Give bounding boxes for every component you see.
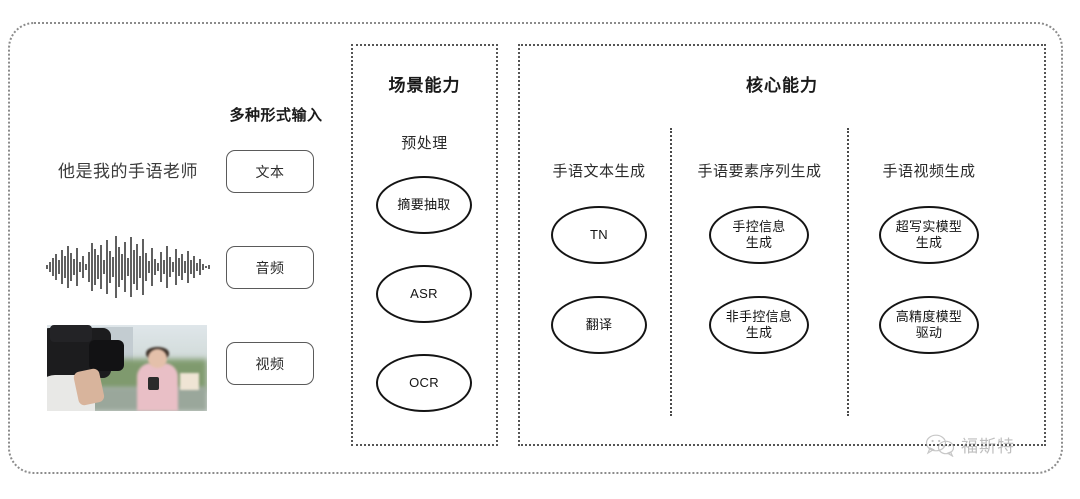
input-section-heading: 多种形式输入	[229, 107, 323, 124]
thumb-reporter-head	[147, 349, 167, 368]
core-node-high-precision-line-2: 驱动	[915, 325, 943, 340]
core-column-divider-1	[670, 128, 672, 416]
outer-frame	[8, 22, 1063, 474]
core-node-non-manual-info-generation[interactable]: 非手控信息 生成	[709, 296, 809, 354]
core-node-manual-info-generation[interactable]: 手控信息 生成	[709, 206, 809, 264]
sample-sentence-text: 他是我的手语老师	[58, 162, 198, 181]
core-column-divider-2	[847, 128, 849, 416]
thumb-camera-hood	[50, 325, 92, 343]
scene-capability-panel: 场景能力	[351, 44, 498, 446]
scene-node-summary-extraction[interactable]: 摘要抽取	[376, 176, 472, 234]
video-thumbnail	[47, 325, 207, 411]
audio-waveform-icon	[46, 236, 210, 298]
core-node-hyperreal-line-2: 生成	[915, 235, 943, 250]
core-node-manual-info-line-2: 生成	[745, 235, 773, 250]
core-node-translation[interactable]: 翻译	[551, 296, 647, 354]
core-column-heading-sign-text-generation: 手语文本生成	[552, 163, 646, 180]
scene-node-ocr[interactable]: OCR	[376, 354, 472, 412]
core-column-heading-sign-element-sequence-generation: 手语要素序列生成	[697, 163, 822, 180]
watermark-text: 福斯特	[961, 437, 1015, 456]
wechat-icon	[925, 434, 955, 457]
input-chip-text[interactable]: 文本	[226, 150, 314, 193]
core-node-hyperreal-line-1: 超写实模型	[895, 219, 963, 235]
core-node-non-manual-info-line-1: 非手控信息	[725, 309, 793, 325]
input-chip-audio[interactable]: 音频	[226, 246, 314, 289]
thumb-camera-lens	[88, 340, 124, 372]
core-node-tn-line-1: TN	[590, 227, 608, 243]
input-chip-video[interactable]: 视频	[226, 342, 314, 385]
scene-node-asr[interactable]: ASR	[376, 265, 472, 323]
core-node-high-precision-line-1: 高精度模型	[895, 309, 963, 325]
core-capability-panel: 核心能力	[518, 44, 1046, 446]
core-column-heading-sign-video-generation: 手语视频生成	[882, 163, 976, 180]
core-node-manual-info-line-1: 手控信息	[732, 219, 786, 235]
core-panel-title: 核心能力	[746, 76, 818, 95]
core-node-high-precision-model-drive[interactable]: 高精度模型 驱动	[879, 296, 979, 354]
core-node-translation-line-1: 翻译	[585, 317, 613, 333]
thumb-microphone	[147, 376, 159, 391]
core-node-tn[interactable]: TN	[551, 206, 647, 264]
core-node-non-manual-info-line-2: 生成	[745, 325, 773, 340]
scene-panel-title: 场景能力	[388, 76, 461, 95]
core-node-hyperreal-model-generation[interactable]: 超写实模型 生成	[879, 206, 979, 264]
thumb-notepad	[179, 373, 199, 391]
watermark: 福斯特	[925, 432, 1015, 457]
scene-group-label: 预处理	[401, 135, 448, 152]
